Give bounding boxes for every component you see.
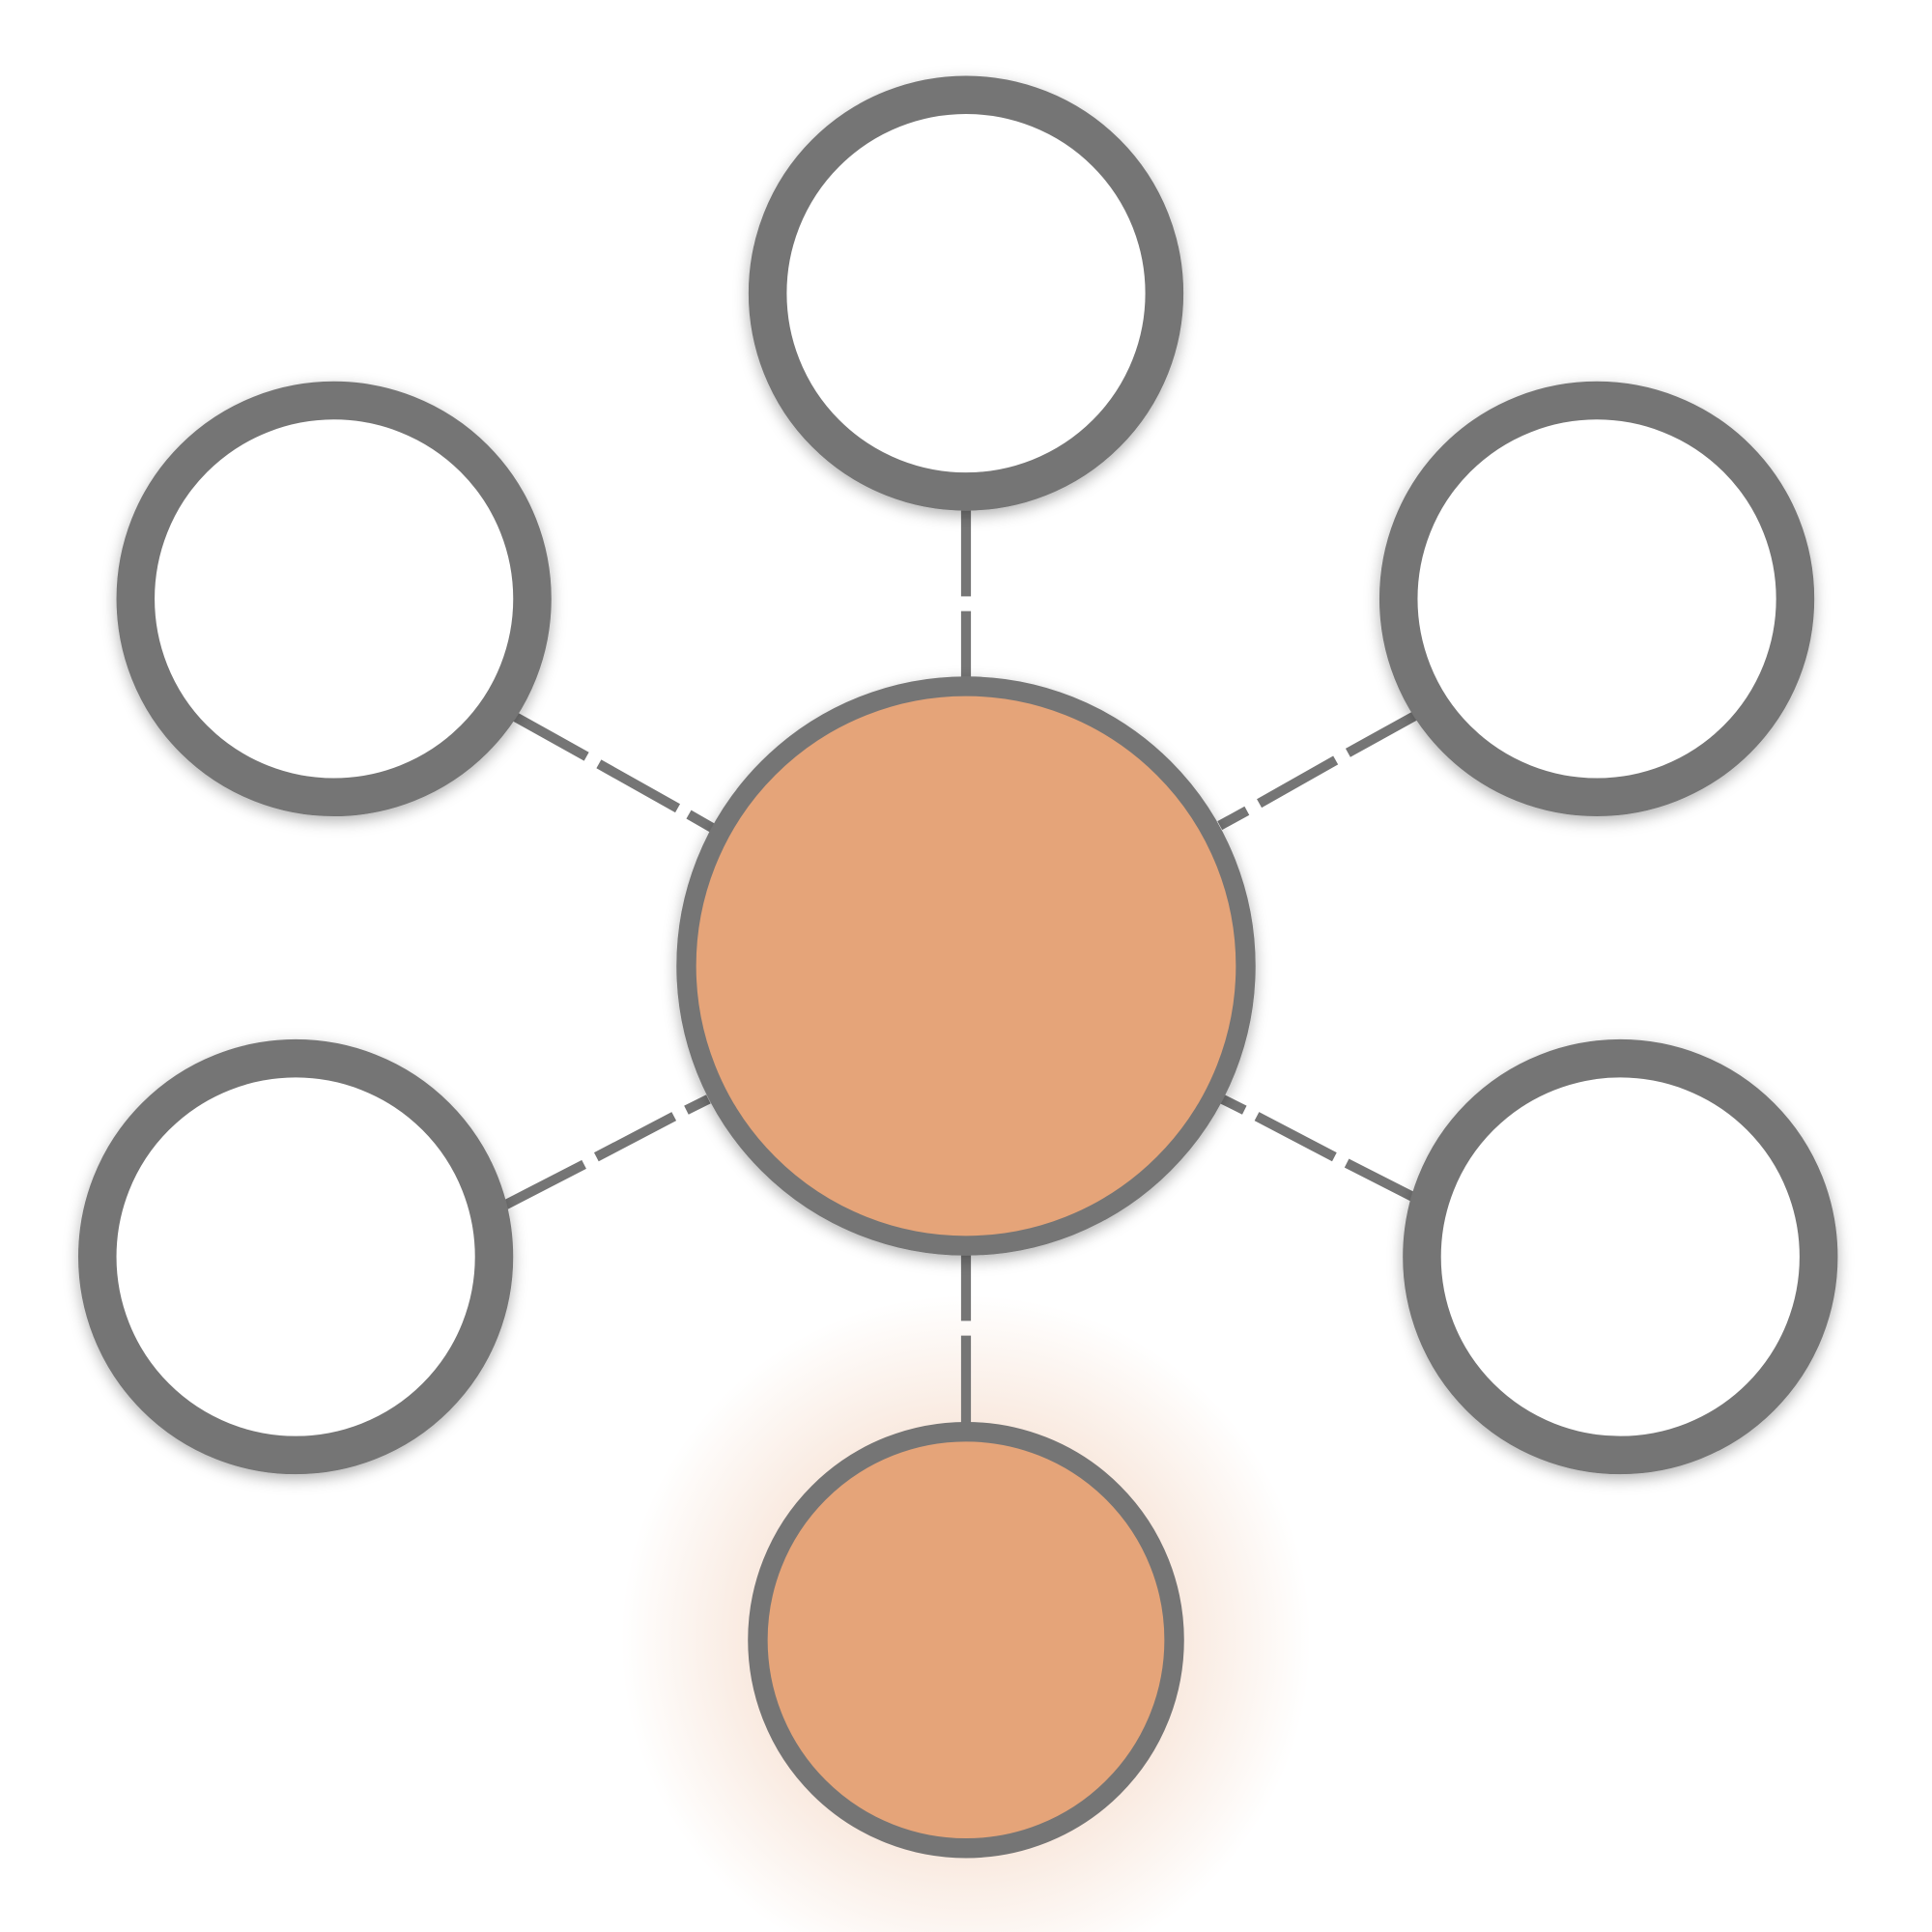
connector-dash	[502, 1159, 586, 1209]
connector-dash	[1220, 1094, 1247, 1115]
lower-right-node	[1403, 1038, 1838, 1475]
connector-dash	[1254, 1112, 1337, 1162]
connector-dash	[686, 810, 718, 834]
connector-dash	[1257, 755, 1339, 809]
top-node	[748, 75, 1184, 511]
bottom-node	[748, 1421, 1184, 1859]
nodes	[77, 75, 1838, 1859]
connector-dash	[593, 1112, 677, 1162]
connector-dash	[508, 710, 589, 761]
upper-right-node	[1378, 381, 1815, 817]
upper-left-node	[116, 381, 552, 817]
connector-dash	[1217, 806, 1250, 831]
connector-dash	[684, 1094, 711, 1115]
lower-left-node	[77, 1038, 514, 1475]
connector-dash	[1344, 1158, 1417, 1203]
connector-dash	[596, 759, 681, 813]
connectors	[502, 504, 1420, 1430]
center-node	[676, 676, 1256, 1256]
connector-dash	[1345, 710, 1420, 757]
